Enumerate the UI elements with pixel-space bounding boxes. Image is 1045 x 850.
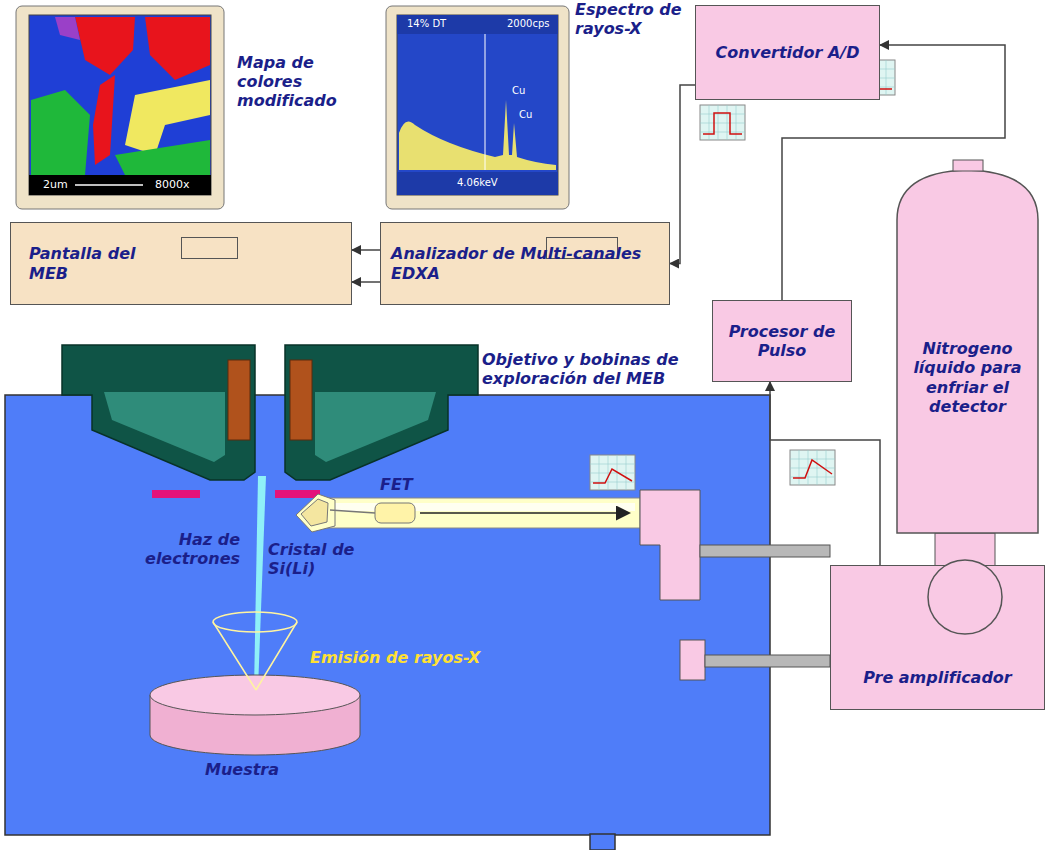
display-slot xyxy=(181,237,238,259)
node-label: Procesor de Pulso xyxy=(713,322,851,360)
signal-connector xyxy=(770,382,880,565)
heading-label: Mapa de colores modificado xyxy=(237,53,352,111)
objective-label: Objetivo y bobinas de exploración del ME… xyxy=(482,350,697,388)
sample-label: Muestra xyxy=(205,760,279,779)
node-label: Nitrogeno líquido para enfriar el detect… xyxy=(901,339,1034,416)
preamp-joint xyxy=(830,565,1040,710)
signal-connector xyxy=(352,249,380,251)
screen-label: 14% DT xyxy=(407,18,446,30)
node-label: Analizador de Multi-canales EDXA xyxy=(391,244,656,282)
peak-label: Cu xyxy=(519,109,532,121)
scale-label: 2um xyxy=(43,178,68,191)
fet-label: FET xyxy=(380,475,413,494)
spectrum-monitor: Espectro de rayos-X14% DT2000cpsCuCu4.06… xyxy=(385,5,570,210)
beam-label: Haz de electrones xyxy=(130,530,240,568)
pulse-processor-box: Procesor de Pulso xyxy=(712,300,852,382)
analyzer-box: Analizador de Multi-canales EDXA xyxy=(380,222,670,305)
preamplifier-box: Pre amplificador xyxy=(830,565,1045,710)
energy-label: 4.06keV xyxy=(457,177,498,189)
map-monitor: Mapa de colores modificado2um8000x xyxy=(15,5,225,210)
crystal-label: Cristal de Si(Li) xyxy=(268,540,368,578)
node-label: Pre amplificador xyxy=(831,668,1044,687)
signal-connector xyxy=(670,85,695,264)
display-box: Pantalla del MEB xyxy=(10,222,352,305)
nitrogen-dewar: Nitrogeno líquido para enfriar el detect… xyxy=(895,160,1040,535)
node-label: Pantalla del MEB xyxy=(29,244,169,282)
xray-emission-label: Emisión de rayos-X xyxy=(310,648,480,667)
screen-label: 2000cps xyxy=(507,18,550,30)
heading-label: Espectro de rayos-X xyxy=(575,0,695,38)
node-label: Convertidor A/D xyxy=(696,43,879,62)
magnification-label: 8000x xyxy=(155,178,190,191)
converter-box: Convertidor A/D xyxy=(695,5,880,100)
signal-connector xyxy=(352,281,380,283)
peak-label: Cu xyxy=(512,85,525,97)
